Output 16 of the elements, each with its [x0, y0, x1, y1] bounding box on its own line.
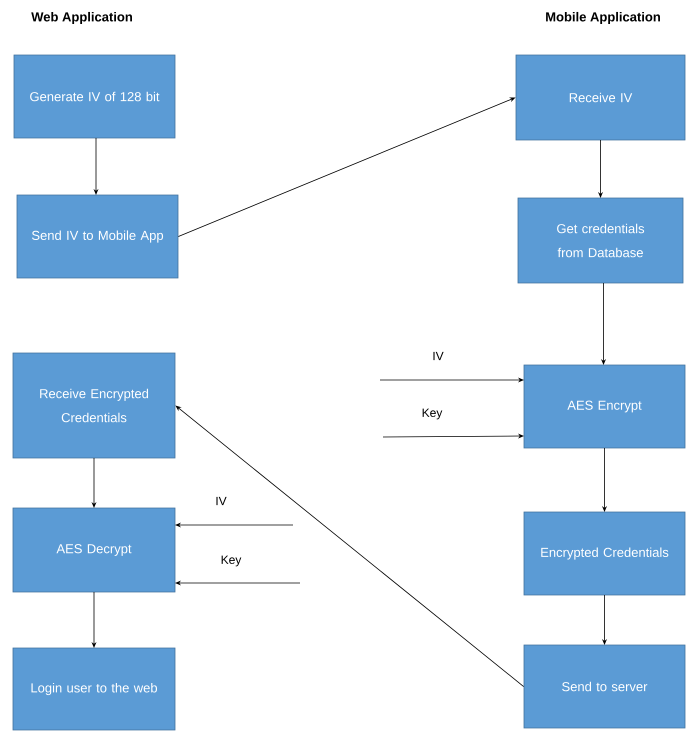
heading: Mobile Application [546, 12, 660, 24]
process-box: Send to server [524, 644, 686, 728]
heading: Web Application [31, 12, 132, 24]
process-box: Send IV to Mobile App [16, 194, 178, 278]
edge-label: IV [214, 496, 228, 506]
process-box: Encrypted Credentials [524, 512, 686, 596]
process-box: Get credentials from Database [518, 198, 684, 284]
process-box: Receive IV [516, 54, 686, 140]
edge-label: IV [431, 350, 445, 362]
process-box: Login user to the web [12, 648, 176, 730]
process-box: AES Decrypt [12, 508, 176, 592]
process-box: AES Encrypt [524, 364, 686, 448]
process-box: Generate IV of 128 bit [14, 54, 176, 138]
edge-label: Key [220, 554, 242, 568]
process-box: Receive Encrypted Credentials [12, 352, 176, 458]
edge-label: Key [420, 408, 444, 420]
